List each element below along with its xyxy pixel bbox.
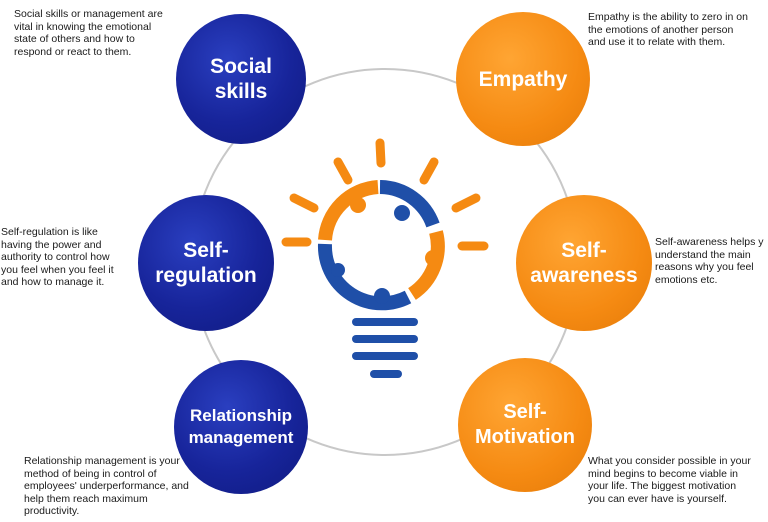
desc-social-skills: Social skills or management are vital in…: [14, 8, 163, 58]
desc-relationship-management: Relationship management is your method o…: [24, 455, 189, 517]
puzzle-knobs: [331, 197, 441, 304]
node-self-awareness-label: Self- awareness: [530, 239, 638, 287]
node-empathy-label: Empathy: [478, 67, 568, 91]
light-rays: [281, 138, 489, 251]
node-self-motivation-label: Self- Motivation: [475, 401, 575, 448]
bulb-ring: [317, 180, 445, 311]
desc-self-motivation: What you consider possible in your mind …: [588, 455, 751, 505]
lightbulb-puzzle-icon: [281, 138, 489, 378]
node-self-regulation: Self- regulation: [138, 195, 274, 331]
desc-self-regulation: Self-regulation is like having the power…: [1, 226, 114, 288]
node-self-awareness: Self- awareness: [516, 195, 652, 331]
bulb-base: [352, 318, 418, 378]
desc-self-awareness: Self-awareness helps y understand the ma…: [655, 236, 764, 286]
node-self-regulation-label: Self- regulation: [155, 239, 257, 287]
node-self-motivation: Self- Motivation: [458, 358, 592, 492]
node-social-skills-label: Social skills: [210, 55, 272, 103]
desc-empathy: Empathy is the ability to zero in on the…: [588, 11, 748, 48]
node-relationship-management: Relationship management: [174, 360, 308, 494]
node-empathy: Empathy: [456, 12, 590, 146]
node-social-skills: Social skills: [176, 14, 306, 144]
node-relationship-management-label: Relationship management: [188, 406, 294, 447]
